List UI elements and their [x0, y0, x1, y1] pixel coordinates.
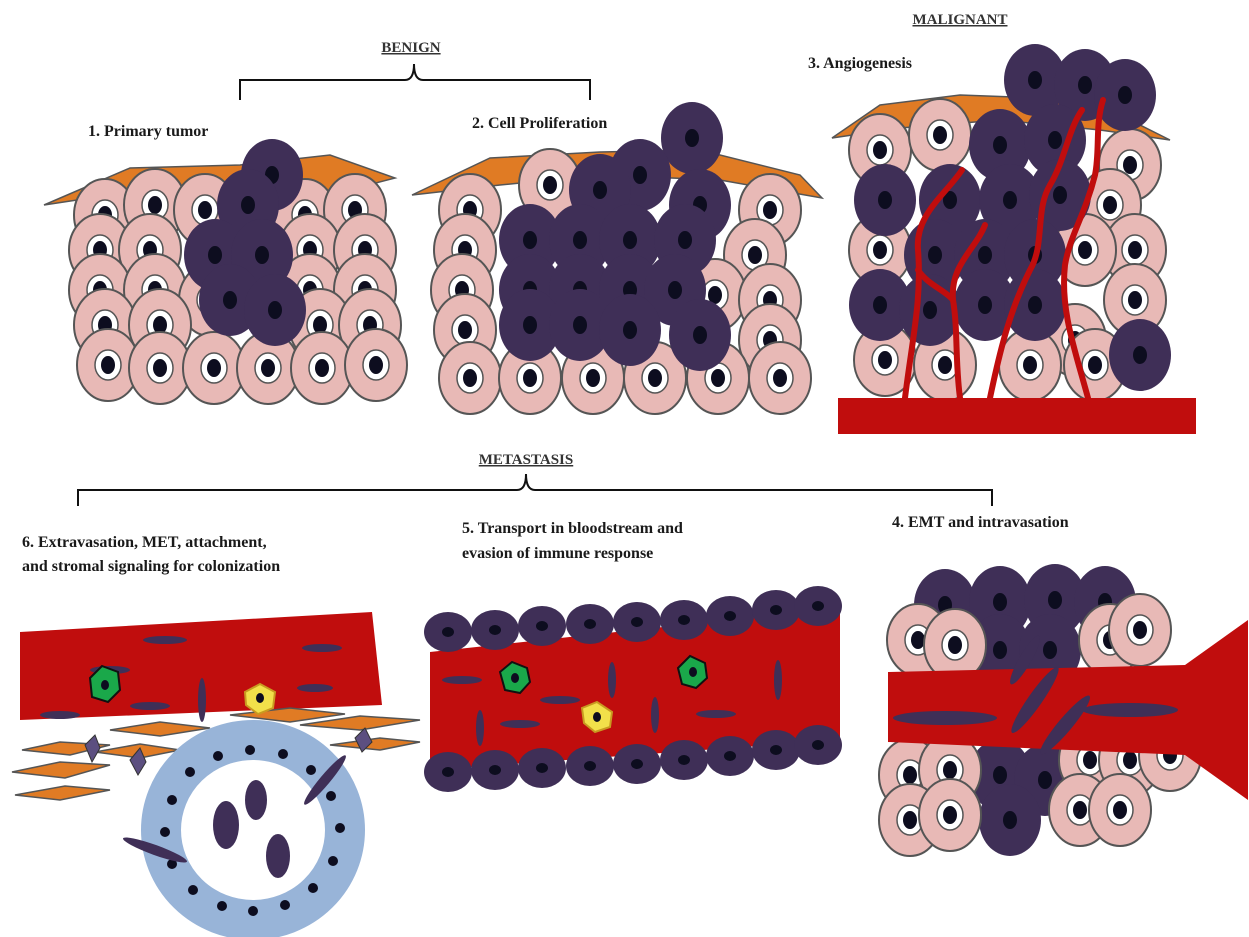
emt-intravasation-panel	[879, 564, 1248, 856]
benign-header: BENIGN	[381, 40, 440, 56]
label-cell-proliferation: 2. Cell Proliferation	[472, 115, 607, 132]
label-emt-intravasation: 4. EMT and intravasation	[892, 514, 1069, 531]
malignant-header: MALIGNANT	[912, 12, 1007, 28]
extravasation-panel	[12, 612, 420, 920]
label-extravasation-line2: and stromal signaling for colonization	[22, 558, 280, 575]
label-primary-tumor: 1. Primary tumor	[88, 123, 208, 140]
benign-brace	[240, 64, 590, 100]
blood-vessel	[838, 398, 1196, 434]
colonization-ring	[121, 740, 349, 920]
metastasis-header: METASTASIS	[479, 452, 573, 468]
transport-panel	[424, 586, 842, 792]
cell-proliferation-panel	[412, 102, 822, 414]
label-angiogenesis: 3. Angiogenesis	[808, 55, 912, 72]
label-extravasation-line1: 6. Extravasation, MET, attachment,	[22, 534, 267, 551]
angiogenesis-panel	[832, 44, 1196, 434]
label-transport-line1: 5. Transport in bloodstream and	[462, 520, 683, 537]
metastasis-brace	[78, 474, 992, 506]
primary-tumor-panel	[44, 139, 407, 404]
label-transport-line2: evasion of immune response	[462, 545, 653, 562]
tumor-cell-cluster	[499, 102, 731, 371]
